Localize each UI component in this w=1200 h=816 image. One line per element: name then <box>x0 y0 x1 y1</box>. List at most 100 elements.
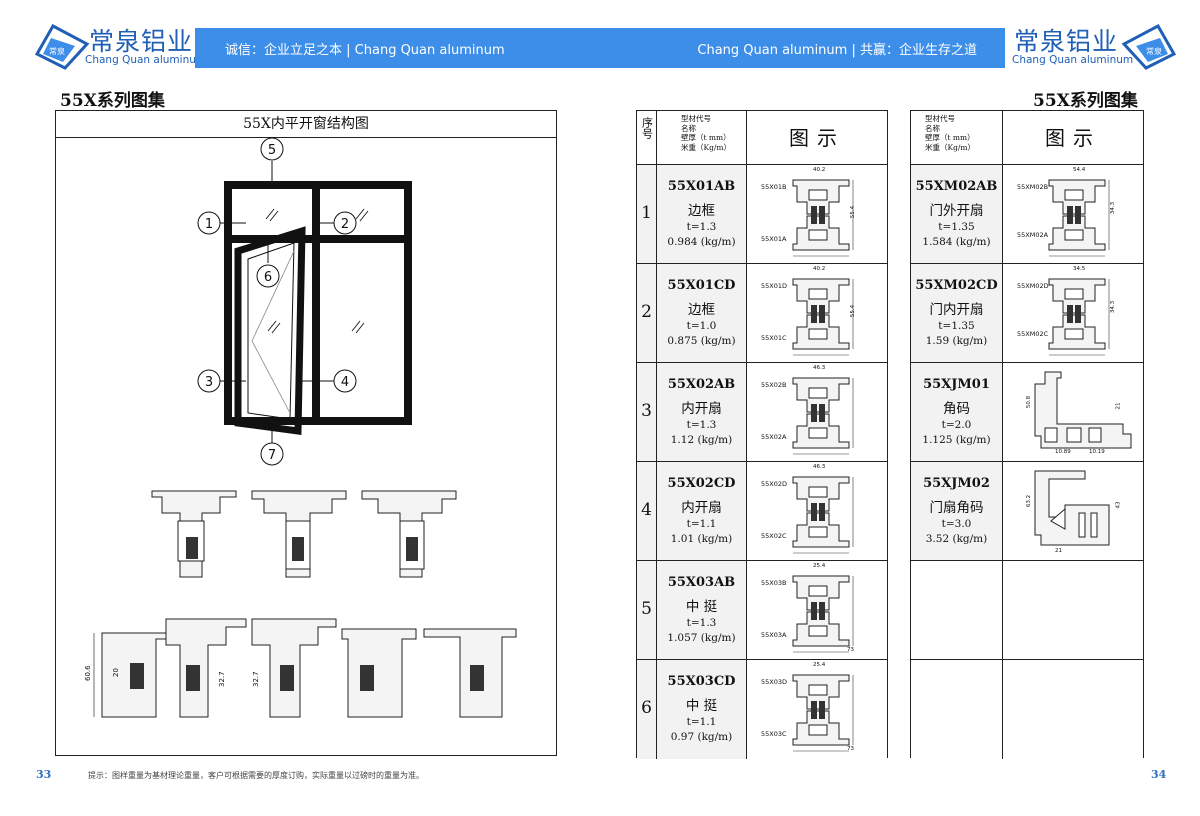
profile-code: 55XM02CD <box>915 278 998 293</box>
profile-code-label: 55XM02B <box>1017 183 1049 191</box>
dimension-label: 54.4 <box>1073 167 1086 173</box>
wall-thickness: t=1.1 <box>686 716 717 728</box>
dimension-label: 60.6 <box>84 665 92 681</box>
brand-logo-left: 常泉 常泉铝业 Chang Quan aluminum <box>34 20 206 70</box>
profile-code-label: 55X03C <box>761 730 787 738</box>
structure-drawing-title: 55X内平开窗结构图 <box>56 111 556 138</box>
dimension-label: 40.2 <box>813 167 826 173</box>
wall-thickness: t=1.3 <box>686 221 717 233</box>
seq-header: 序号 <box>637 111 657 165</box>
profile-section-drawing <box>1034 371 1132 449</box>
dimension-label: 46.3 <box>813 365 826 371</box>
seq-cell: 1 <box>637 165 657 263</box>
wall-thickness: t=1.1 <box>686 518 717 530</box>
profile-code: 55XM02AB <box>915 179 998 194</box>
logo-badge: 常泉 <box>49 46 65 56</box>
dimension-label: 43 <box>1115 501 1122 509</box>
profile-code: 55X02AB <box>667 377 736 392</box>
callout-3: 3 <box>205 375 213 390</box>
row-number: 5 <box>641 599 652 619</box>
callout-5: 5 <box>268 143 276 158</box>
spec-cell <box>911 561 1003 659</box>
profile-code-label: 55XM02C <box>1017 330 1049 338</box>
profile-section-drawing <box>792 179 854 257</box>
weight-note: 提示：图样重量为基材理论重量，客户可根据需要的厚度订购，实际重量以过磅时的重量为… <box>88 771 424 780</box>
dimension-label: 40.2 <box>813 266 826 272</box>
row-number: 3 <box>641 401 652 421</box>
dimension-label: 32.7 <box>252 671 260 687</box>
profile-section-drawing <box>792 377 854 455</box>
left-page-number: 33 <box>36 768 52 781</box>
meter-weight: 1.125 (kg/m) <box>922 434 991 446</box>
dimension-label: 55.4 <box>850 304 857 318</box>
figure-cell <box>1003 561 1143 659</box>
dimension-label: 73 <box>847 746 854 752</box>
dimension-label: 32.7 <box>218 671 226 687</box>
profile-code-label: 55X01A <box>761 235 787 243</box>
profile-code-label: 55X02A <box>761 433 787 441</box>
profile-section-drawing <box>792 575 854 653</box>
brand-name-cn: 常泉铝业 <box>89 27 194 56</box>
profile-code-label: 55X02D <box>761 480 787 488</box>
profile-code-label: 55X03D <box>761 678 787 686</box>
logo-badge: 常泉 <box>1146 46 1162 56</box>
profile-name: 门扇角码 <box>929 500 984 516</box>
row-number: 6 <box>641 698 652 718</box>
wall-thickness: t=3.0 <box>941 518 972 530</box>
wall-thickness: t=1.35 <box>938 221 975 233</box>
profile-code-label: 55X02C <box>761 532 787 540</box>
profile-code-label: 55X01B <box>761 183 787 191</box>
profile-code: 55XJM01 <box>923 377 990 392</box>
profile-section-drawing <box>1048 179 1110 257</box>
profile-code-label: 55X03B <box>761 579 787 587</box>
callout-6: 6 <box>264 270 272 285</box>
figure-cell: 55X03D 55X03C 25.4 73 <box>747 660 887 759</box>
dimension-label: 25.4 <box>813 662 826 668</box>
profile-name: 边框 <box>688 302 715 318</box>
diamond-logo-icon: 常泉 <box>1121 23 1177 70</box>
meter-weight: 0.875 (kg/m) <box>667 335 736 347</box>
profile-name: 门内开扇 <box>929 302 984 318</box>
dimension-label: 63.2 <box>1026 494 1033 508</box>
figure-cell <box>1003 660 1143 759</box>
profile-section-drawing <box>792 476 854 554</box>
wall-thickness: t=1.3 <box>686 617 717 629</box>
profile-name: 中 挺 <box>685 599 718 615</box>
profile-code: 55X01AB <box>667 179 736 194</box>
right-page-number: 34 <box>1151 768 1167 781</box>
profile-code-label: 55XM02D <box>1017 282 1049 290</box>
window-elevation-drawing: 5 1 2 6 3 4 7 <box>197 137 412 466</box>
profile-code-label: 55X02B <box>761 381 787 389</box>
section-profiles-upper <box>151 490 457 578</box>
profile-name: 边框 <box>688 203 715 219</box>
meter-weight: 3.52 (kg/m) <box>925 533 988 545</box>
dimension-label: 10.89 <box>1055 449 1071 455</box>
dimension-label: 73 <box>847 647 854 653</box>
profile-name: 门外开扇 <box>929 203 984 219</box>
profile-name: 角码 <box>943 401 970 417</box>
profile-name: 内开扇 <box>681 401 722 417</box>
meter-weight: 1.59 (kg/m) <box>925 335 988 347</box>
header-right-slogan: Chang Quan aluminum | 共赢：企业生存之道 <box>697 43 977 58</box>
dimension-label: 10.19 <box>1089 449 1105 455</box>
dimension-label: 34.3 <box>1110 300 1117 314</box>
figure-cell: 55X02B 55X02A 46.3 <box>747 363 887 461</box>
meter-weight: 1.01 (kg/m) <box>670 533 733 545</box>
